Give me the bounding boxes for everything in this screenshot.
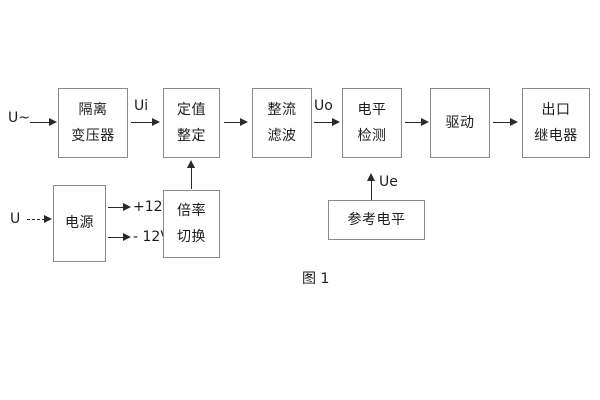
block-drive-line1: 驱动 <box>445 114 475 131</box>
drive-to-relay-arrowhead <box>510 117 518 126</box>
block-level-detection[interactable]: 电平 检测 <box>342 88 402 158</box>
block-setting-value[interactable]: 定值 整定 <box>163 88 220 158</box>
block-output-relay[interactable]: 出口 继电器 <box>522 88 590 158</box>
block-drive[interactable]: 驱动 <box>430 88 490 158</box>
rail-negative-line <box>108 237 124 238</box>
block-isolation-transformer-line2: 变压器 <box>71 127 115 144</box>
block-reference-level[interactable]: 参考电平 <box>328 200 425 240</box>
rail-positive-line <box>108 207 124 208</box>
reference-to-level-line <box>371 180 372 200</box>
block-level-detection-line2: 检测 <box>357 127 387 144</box>
block-power-supply[interactable]: 电源 <box>53 185 106 262</box>
block-output-relay-line2: 继电器 <box>534 127 578 144</box>
rail-negative-arrowhead <box>123 232 131 241</box>
block-multiplier-switch[interactable]: 倍率 切换 <box>163 190 220 258</box>
dc-input-label: U <box>10 211 21 227</box>
ac-input-connector-line <box>30 122 50 123</box>
ac-input-label: U~ <box>8 110 30 126</box>
block-output-relay-line1: 出口 <box>541 101 571 118</box>
rail-negative-label: - 12V <box>133 229 170 245</box>
dc-input-dashed-line <box>27 219 45 220</box>
reference-to-level-arrowhead <box>366 173 375 181</box>
figure-caption: 图 1 <box>302 271 330 287</box>
block-level-detection-line1: 电平 <box>357 101 387 118</box>
uo-connector-line <box>314 122 333 123</box>
ue-signal-label: Ue <box>379 174 398 190</box>
block-setting-value-line2: 整定 <box>177 127 206 144</box>
rail-positive-label: +12V <box>133 199 173 215</box>
dc-input-arrowhead <box>44 214 52 223</box>
block-power-supply-line1: 电源 <box>65 215 94 232</box>
level-to-drive-line <box>405 122 422 123</box>
block-reference-level-line1: 参考电平 <box>347 211 406 228</box>
ui-connector-line <box>131 122 153 123</box>
ui-signal-label: Ui <box>134 98 149 114</box>
uo-arrowhead <box>332 117 340 126</box>
ac-input-arrowhead <box>49 117 57 126</box>
rail-positive-arrowhead <box>123 202 131 211</box>
block-multiplier-switch-line1: 倍率 <box>177 202 206 219</box>
ui-arrowhead <box>152 117 160 126</box>
block-rectify-filter[interactable]: 整流 滤波 <box>252 88 312 158</box>
block-rectify-filter-line2: 滤波 <box>267 127 297 144</box>
drive-to-relay-line <box>493 122 511 123</box>
block-multiplier-switch-line2: 切换 <box>177 228 206 245</box>
multiplier-to-setting-arrowhead <box>186 160 195 168</box>
block-setting-value-line1: 定值 <box>177 101 206 118</box>
setting-to-rectify-line <box>224 122 241 123</box>
level-to-drive-arrowhead <box>421 117 429 126</box>
block-rectify-filter-line1: 整流 <box>267 101 297 118</box>
uo-signal-label: Uo <box>314 98 333 114</box>
block-isolation-transformer-line1: 隔离 <box>78 101 108 118</box>
setting-to-rectify-arrowhead <box>240 117 248 126</box>
multiplier-to-setting-line <box>191 167 192 189</box>
block-isolation-transformer[interactable]: 隔离 变压器 <box>58 88 128 158</box>
